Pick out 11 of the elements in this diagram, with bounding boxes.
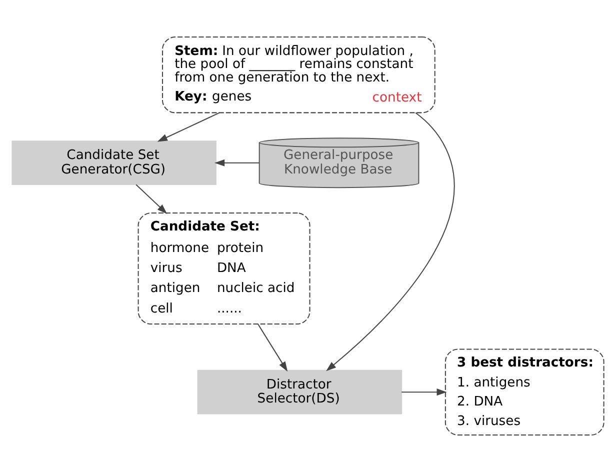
arrow [157, 112, 220, 142]
node-box: Candidate Set Generator(CSG) [12, 140, 216, 186]
arrow [258, 324, 288, 372]
arrow [326, 112, 454, 372]
node-box: Candidate Set: hormone protein virus DNA antigen nucleic acid cell ...... [138, 212, 310, 325]
node-box: 3 best distractors: 1. antigens 2. DNA 3. viruses [444, 348, 604, 436]
arrow [402, 388, 447, 396]
arrow [214, 159, 260, 166]
node-box: Distractor Selector(DS) [197, 370, 402, 414]
node-box: Stem: In our wildflower population , the pool of _______ remains constant from one generation to the next. Key: genes context [162, 36, 436, 114]
arrow [136, 184, 168, 214]
